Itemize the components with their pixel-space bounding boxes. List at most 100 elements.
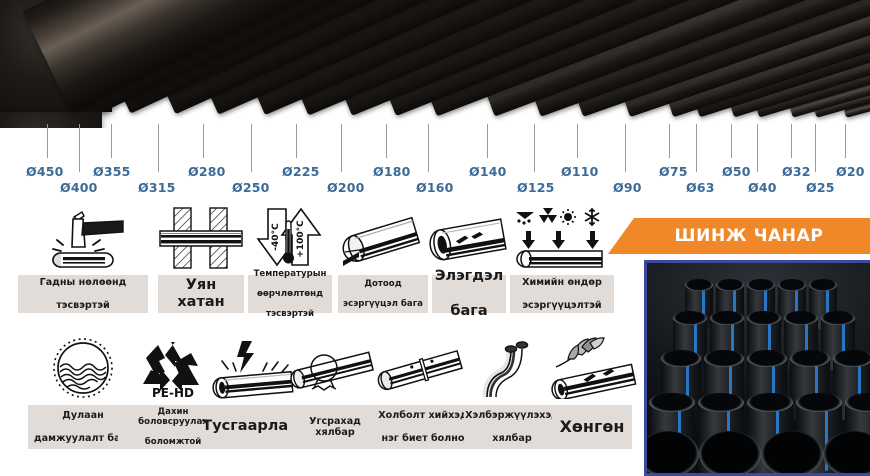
quality-banner: ШИНЖ ЧАНАР bbox=[608, 218, 870, 254]
diameter-label: Ø280 bbox=[188, 164, 226, 179]
pipe-through-wall-icon bbox=[158, 205, 244, 269]
pipe-bundle-illustration bbox=[0, 0, 870, 128]
diameter-label: Ø225 bbox=[282, 164, 320, 179]
photo-pipe-stripe bbox=[694, 322, 697, 368]
temperature-range-icon: -40°C +100°C bbox=[248, 205, 332, 269]
pe-hd-recycle-icon: PE-HD bbox=[133, 333, 213, 399]
photo-pipe-rim bbox=[704, 350, 744, 367]
diameter-label: Ø125 bbox=[517, 180, 555, 195]
diameter-label: Ø315 bbox=[138, 180, 176, 195]
diameter-label: Ø180 bbox=[373, 164, 411, 179]
diameter-label: Ø400 bbox=[60, 180, 98, 195]
photo-pipe-rim bbox=[747, 311, 781, 325]
tick-d50 bbox=[731, 124, 732, 158]
photo-pipe-stripe bbox=[733, 289, 736, 327]
photo-pipe-front bbox=[699, 431, 761, 473]
diameter-label: Ø75 bbox=[659, 164, 688, 179]
feature-label: Угсрахад хялбар bbox=[288, 405, 382, 449]
tick-d450 bbox=[47, 124, 48, 158]
tick-d90 bbox=[625, 124, 626, 172]
photo-pipe-rim bbox=[661, 350, 701, 367]
photo-pipe-rim bbox=[833, 350, 870, 367]
photo-pipe-stripe bbox=[825, 407, 828, 471]
tick-d225 bbox=[296, 124, 297, 158]
photo-pipe-rim bbox=[710, 311, 744, 325]
diameter-label: Ø160 bbox=[416, 180, 454, 195]
tick-d140 bbox=[487, 124, 488, 158]
diameter-label: Ø450 bbox=[26, 164, 64, 179]
svg-text:+100°C: +100°C bbox=[296, 220, 306, 258]
photo-pipe-rim bbox=[845, 393, 870, 412]
quality-banner-title: ШИНЖ ЧАНАР bbox=[674, 226, 824, 246]
tick-d280 bbox=[203, 124, 204, 158]
photo-pipe-stripe bbox=[686, 362, 689, 418]
photo-pipe-stripe bbox=[768, 322, 771, 368]
diameter-label: Ø110 bbox=[561, 164, 599, 179]
photo-pipe-rim bbox=[821, 311, 855, 325]
diameter-label: Ø40 bbox=[748, 180, 777, 195]
photo-pipe-rim bbox=[809, 279, 837, 291]
quality-panel: ШИНЖ ЧАНАР barilgamn bbox=[608, 218, 870, 476]
tick-d160 bbox=[428, 124, 429, 172]
photo-pipe-rim bbox=[685, 279, 713, 291]
diameter-label: Ø355 bbox=[93, 164, 131, 179]
tick-d110 bbox=[577, 124, 578, 158]
photo-pipe-rim bbox=[747, 393, 793, 412]
photo-pipe-rim bbox=[784, 311, 818, 325]
photo-pipe-stripe bbox=[764, 289, 767, 327]
diameter-label: Ø50 bbox=[722, 164, 751, 179]
tick-d180 bbox=[386, 124, 387, 158]
tick-d40 bbox=[757, 124, 758, 172]
pipe-stack-photo-content bbox=[647, 263, 870, 473]
photo-pipe-rim bbox=[716, 279, 744, 291]
low-wear-pipe-icon bbox=[426, 205, 512, 269]
tick-d25 bbox=[815, 124, 816, 172]
tick-d355 bbox=[111, 124, 112, 158]
diameter-label: Ø90 bbox=[613, 180, 642, 195]
easy-bending-icon bbox=[474, 333, 550, 399]
feature-pipe-through-wall: Уян хатан bbox=[158, 205, 244, 313]
photo-pipe-stripe bbox=[702, 289, 705, 327]
svg-text:PE-HD: PE-HD bbox=[152, 386, 194, 399]
photo-pipe-stripe bbox=[729, 362, 732, 418]
tick-d20 bbox=[845, 124, 846, 158]
photo-pipe-stripe bbox=[826, 289, 829, 327]
photo-pipe-stripe bbox=[731, 322, 734, 368]
low-inner-resistance-icon bbox=[339, 205, 427, 269]
diameter-label: Ø63 bbox=[686, 180, 715, 195]
photo-pipe-rim bbox=[796, 393, 842, 412]
water-insulation-icon bbox=[49, 333, 117, 399]
tick-d32 bbox=[791, 124, 792, 158]
pipe-end-face bbox=[0, 112, 103, 128]
photo-pipe-front bbox=[647, 431, 699, 473]
welded-joint-icon bbox=[377, 333, 469, 399]
diameter-label: Ø25 bbox=[806, 180, 835, 195]
photo-pipe-stripe bbox=[815, 362, 818, 418]
diameter-tick-ruler bbox=[0, 124, 870, 172]
lightweight-feather-icon bbox=[544, 333, 640, 399]
photo-pipe-rim bbox=[673, 311, 707, 325]
photo-pipe-stripe bbox=[805, 322, 808, 368]
easy-assembly-icon bbox=[290, 333, 380, 399]
feature-label: Тусгаарлагч bbox=[202, 405, 306, 449]
diameter-label: Ø20 bbox=[836, 164, 865, 179]
photo-pipe-rim bbox=[747, 279, 775, 291]
diameter-label: Ø250 bbox=[232, 180, 270, 195]
tick-d315 bbox=[158, 124, 159, 172]
photo-pipe-rim bbox=[747, 350, 787, 367]
feature-electric-insulator: Тусгаарлагч bbox=[202, 333, 306, 449]
photo-pipe-stripe bbox=[772, 362, 775, 418]
photo-pipe bbox=[673, 311, 707, 370]
